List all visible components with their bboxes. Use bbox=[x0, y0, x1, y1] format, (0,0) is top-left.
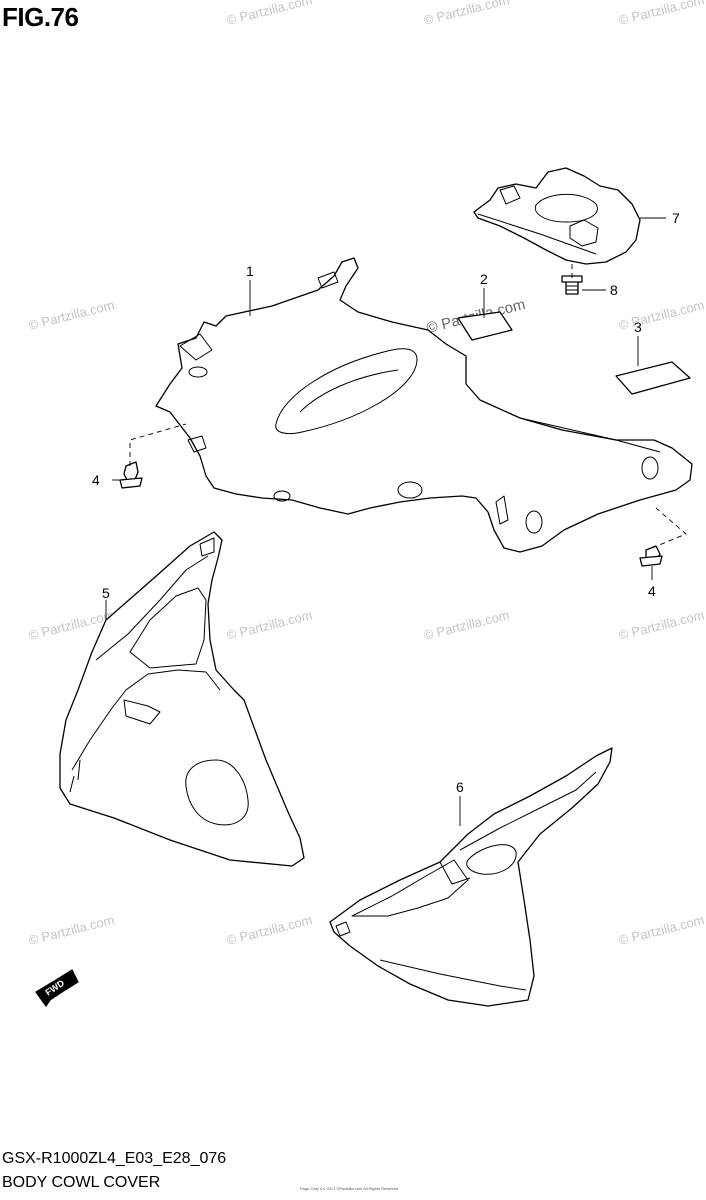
callout-labels: 1 2 3 4 4 5 6 7 8 bbox=[92, 210, 680, 795]
part-clip-left bbox=[119, 461, 143, 489]
callout-5: 5 bbox=[102, 585, 110, 601]
part-small-label bbox=[457, 311, 513, 341]
watermark: © Partzilla.com bbox=[225, 912, 314, 948]
callout-1: 1 bbox=[246, 263, 254, 279]
watermark: © Partzilla.com bbox=[422, 0, 511, 28]
part-body-cowl-cover bbox=[155, 257, 693, 553]
copyright-fine-print: Page Only 4.0 2017 ©Partzilla.com All Ri… bbox=[300, 1186, 399, 1191]
part-screw bbox=[561, 275, 583, 295]
callout-6: 6 bbox=[456, 779, 464, 795]
callout-7: 7 bbox=[672, 210, 680, 226]
callout-3: 3 bbox=[634, 319, 642, 335]
section-name: BODY COWL COVER bbox=[2, 1174, 161, 1191]
watermark: © Partzilla.com bbox=[27, 912, 116, 948]
watermark: © Partzilla.com bbox=[617, 297, 706, 333]
watermark: © Partzilla.com bbox=[225, 607, 314, 643]
fwd-direction-arrow: FWD bbox=[35, 969, 79, 1007]
part-left-inner-panel bbox=[59, 531, 305, 867]
callout-4-left: 4 bbox=[92, 472, 100, 488]
leader-lines bbox=[105, 217, 687, 826]
watermark: © Partzilla.com bbox=[225, 0, 314, 28]
part-right-inner-panel bbox=[329, 747, 613, 1007]
watermark: © Partzilla.com bbox=[617, 912, 706, 948]
callout-4-right: 4 bbox=[648, 583, 656, 599]
callout-2: 2 bbox=[480, 271, 488, 287]
part-upper-cover bbox=[473, 167, 641, 265]
watermark: © Partzilla.com bbox=[617, 607, 706, 643]
part-label bbox=[615, 361, 691, 395]
watermark: © Partzilla.com bbox=[27, 297, 116, 333]
figure-title: FIG.76 bbox=[2, 2, 79, 32]
callout-8: 8 bbox=[610, 282, 618, 298]
part-clip-right bbox=[639, 545, 663, 567]
watermark: © Partzilla.com bbox=[617, 0, 706, 28]
watermark: © Partzilla.com bbox=[422, 607, 511, 643]
model-code: GSX-R1000ZL4_E03_E28_076 bbox=[2, 1150, 227, 1167]
